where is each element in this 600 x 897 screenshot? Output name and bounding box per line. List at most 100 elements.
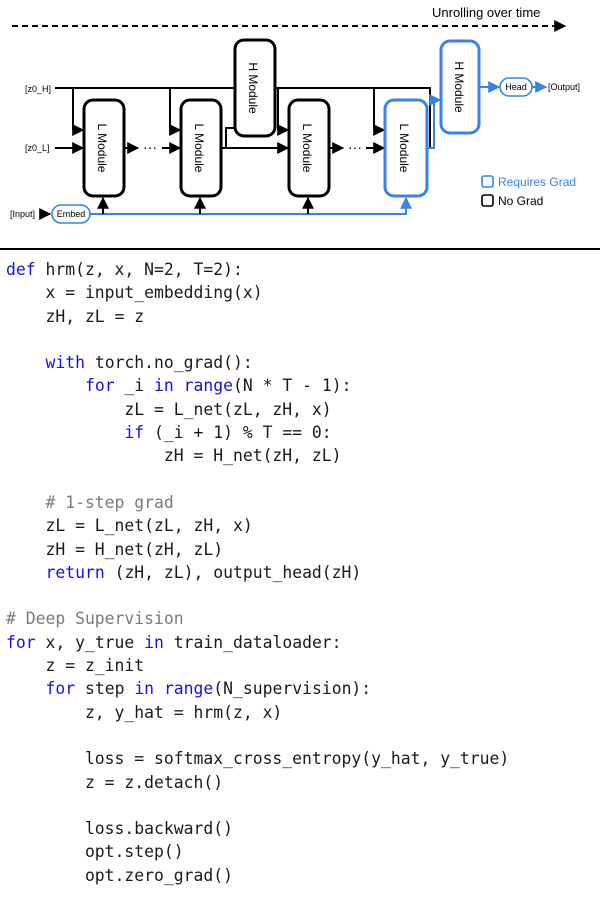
code-token: def: [6, 260, 36, 279]
code-token: for: [6, 632, 36, 652]
code-token: torch.no_grad():: [84, 353, 253, 373]
h-module-1: H Module: [233, 38, 277, 138]
code-token: hrm(z, x, N=2, T=2):: [35, 260, 243, 279]
legend-grad-label: Requires Grad: [498, 175, 576, 189]
time-caption: Unrolling over time: [432, 5, 540, 20]
code-token: # Deep Supervision: [6, 609, 184, 629]
legend-nograd-swatch: [481, 194, 494, 207]
code-token: (N * T - 1):: [233, 376, 352, 396]
code-token: [6, 353, 45, 372]
input-bus: [90, 196, 412, 215]
code-token: in: [134, 679, 155, 699]
ellipsis-2: ···: [348, 139, 362, 155]
head-label: Head: [505, 82, 527, 92]
code-token: for: [45, 679, 76, 699]
ellipsis-1: ···: [143, 139, 157, 155]
embed-box: [51, 204, 91, 224]
svg-text:L Module: L Module: [397, 124, 411, 173]
code-token: loss = softmax_cross_entropy(y_hat, y_tr…: [6, 749, 510, 769]
code-token: [6, 423, 124, 442]
code-token: (_i + 1) % T == 0:: [144, 423, 332, 443]
code-token: step: [75, 679, 135, 699]
z0l-label: [z0_L]: [25, 143, 50, 153]
code-line: ​: [6, 724, 509, 747]
code-line: z = z.detach(): [6, 771, 509, 794]
code-token: [174, 376, 184, 395]
code-line: for x, y_true in train_dataloader:: [6, 631, 509, 654]
code-token: x = input_embedding(x): [6, 283, 263, 303]
code-line: ​: [6, 794, 509, 817]
code-line: if (_i + 1) % T == 0:: [6, 421, 509, 444]
code-token: in: [144, 632, 164, 652]
code-line: for _i in range(N * T - 1):: [6, 374, 509, 397]
section-divider: [0, 248, 600, 250]
code-token: [154, 679, 164, 698]
code-line: loss.backward(): [6, 817, 509, 840]
input-label: [Input]: [10, 209, 35, 219]
code-line: opt.step(): [6, 840, 509, 863]
embed-label: Embed: [57, 209, 86, 219]
code-line: zH, zL = z: [6, 305, 509, 328]
code-token: zL = L_net(zL, zH, x): [6, 516, 253, 536]
svg-text:L Module: L Module: [300, 124, 314, 173]
code-token: _i: [114, 376, 155, 396]
code-token: [6, 376, 85, 395]
code-token: zL = L_net(zL, zH, x): [6, 399, 332, 419]
svg-text:L Module: L Module: [192, 124, 206, 173]
code-line: ​: [6, 468, 509, 491]
output-label: [Output]: [548, 82, 580, 92]
code-token: [6, 679, 45, 698]
code-token: [6, 563, 45, 582]
code-token: z, y_hat = hrm(z, x): [6, 702, 283, 722]
code-token: loss.backward(): [6, 819, 233, 839]
code-token: z = z_init: [6, 656, 145, 676]
hrm-diagram: Unrolling over time [z0_H] [z0_L] [Input…: [10, 5, 580, 224]
code-token: opt.step(): [6, 842, 184, 862]
l-module-4-grad: L Module: [383, 98, 429, 198]
code-token: (zH, zL), output_head(zH): [104, 562, 362, 582]
code-token: return: [45, 562, 105, 582]
code-token: range: [183, 376, 234, 396]
code-line: zH = H_net(zH, zL): [6, 444, 509, 467]
code-token: x, y_true: [35, 632, 145, 652]
code-token: (N_supervision):: [213, 679, 372, 699]
code-line: for step in range(N_supervision):: [6, 677, 509, 700]
legend-grad-swatch: [481, 175, 494, 188]
h-module-2-grad: H Module: [439, 39, 481, 135]
code-token: z = z.detach(): [6, 772, 224, 792]
code-block: def hrm(z, x, N=2, T=2): x = input_embed…: [6, 258, 509, 887]
code-line: zH = H_net(zH, zL): [6, 538, 509, 561]
code-line: def hrm(z, x, N=2, T=2):: [6, 258, 509, 281]
code-line: opt.zero_grad(): [6, 864, 509, 887]
svg-text:L Module: L Module: [95, 124, 109, 173]
z0h-label: [z0_H]: [25, 84, 51, 94]
code-line: z = z_init: [6, 654, 509, 677]
code-token: # 1-step grad: [6, 492, 174, 512]
l-module-2: L Module: [179, 98, 223, 198]
l-module-1: L Module: [82, 98, 126, 198]
code-token: range: [163, 679, 214, 699]
code-line: # 1-step grad: [6, 491, 509, 514]
code-line: zL = L_net(zL, zH, x): [6, 514, 509, 537]
code-line: with torch.no_grad():: [6, 351, 509, 374]
code-token: opt.zero_grad(): [6, 865, 233, 885]
code-token: with: [45, 353, 85, 373]
h-state-line: [55, 87, 431, 148]
svg-text:H Module: H Module: [246, 62, 260, 114]
code-token: for: [84, 376, 115, 396]
code-token: in: [154, 376, 174, 396]
code-token: train_dataloader:: [163, 632, 342, 652]
code-token: if: [124, 423, 145, 443]
code-line: x = input_embedding(x): [6, 281, 509, 304]
code-line: loss = softmax_cross_entropy(y_hat, y_tr…: [6, 747, 509, 770]
code-token: zH, zL = z: [6, 306, 145, 326]
code-line: # Deep Supervision: [6, 607, 509, 630]
code-line: ​: [6, 584, 509, 607]
l-module-3: L Module: [287, 98, 331, 198]
legend-nograd-label: No Grad: [498, 194, 543, 208]
code-token: zH = H_net(zH, zL): [6, 446, 342, 466]
code-line: z, y_hat = hrm(z, x): [6, 701, 509, 724]
code-token: zH = H_net(zH, zL): [6, 539, 224, 559]
code-line: ​: [6, 328, 509, 351]
code-line: zL = L_net(zL, zH, x): [6, 398, 509, 421]
